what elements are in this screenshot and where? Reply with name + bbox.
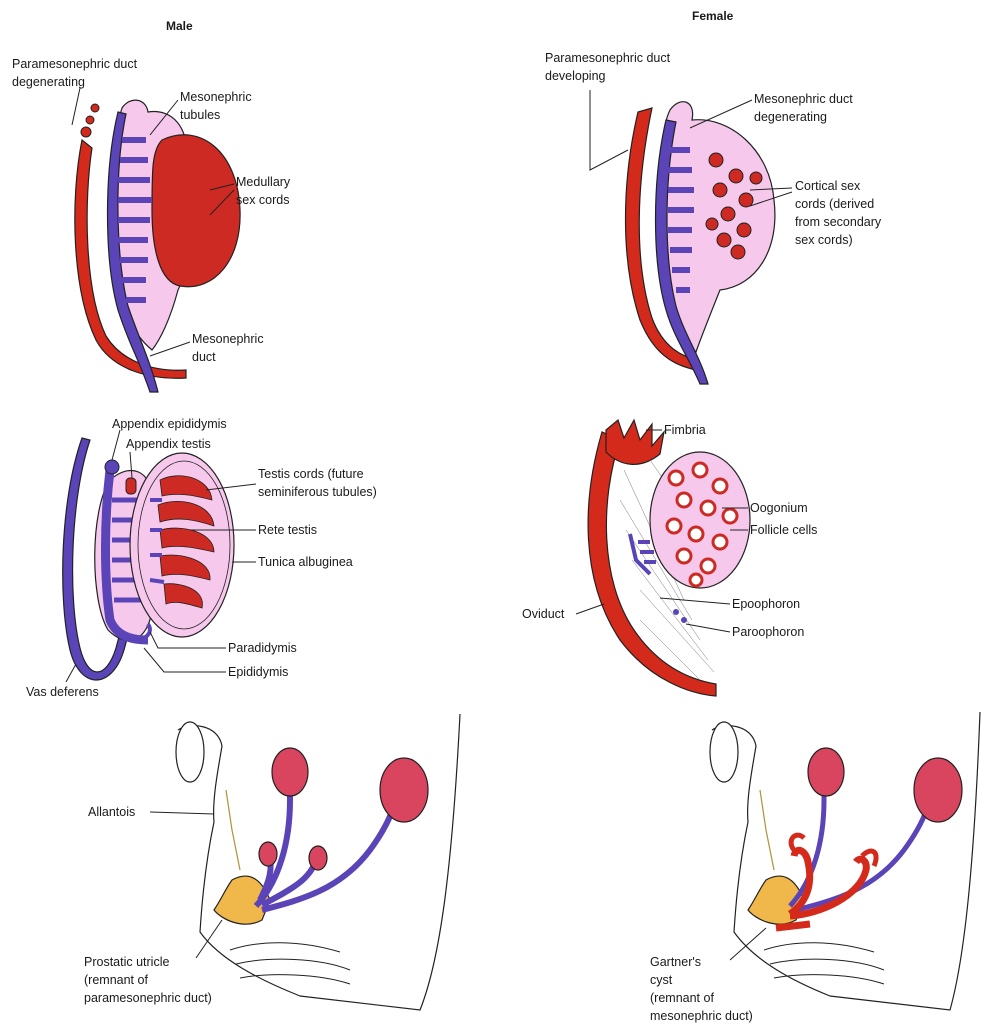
label-medullary-sex-cords-1: Medullary: [236, 175, 291, 189]
male-seminal-left: [259, 842, 277, 866]
label-gartners-cyst-3: (remnant of: [650, 991, 714, 1005]
label-gartners-cyst-4: mesonephric duct): [650, 1009, 753, 1023]
male-urogenital-sinus: [176, 714, 460, 1010]
degenerating-fragment: [86, 116, 94, 124]
label-paramesonephric-developing-1: Paramesonephric duct: [545, 51, 671, 65]
female-gonad-right: [914, 758, 962, 822]
label-mesonephric-degenerating-2: degenerating: [754, 110, 827, 124]
label-paramesonephric-degenerating-1: Paramesonephric duct: [12, 57, 138, 71]
female-indifferent-gonad: [626, 102, 775, 384]
label-vas-deferens: Vas deferens: [26, 685, 99, 699]
label-tunica-albuginea: Tunica albuginea: [258, 555, 353, 569]
appendix-testis: [126, 478, 136, 494]
label-appendix-testis: Appendix testis: [126, 437, 211, 451]
female-ovary-diagram: [588, 420, 750, 696]
label-mesonephric-duct-2: duct: [192, 350, 216, 364]
allantois-opening: [176, 722, 204, 782]
female-allantois-opening: [710, 722, 738, 782]
leader-line: [66, 664, 76, 682]
leader-line: [576, 604, 604, 614]
label-mesonephric-duct-1: Mesonephric: [192, 332, 264, 346]
label-mesonephric-tubules-2: tubules: [180, 108, 220, 122]
label-paroophoron: Paroophoron: [732, 625, 804, 639]
label-gartners-cyst-1: Gartner's: [650, 955, 701, 969]
label-testis-cords-1: Testis cords (future: [258, 467, 364, 481]
leader-line: [150, 812, 214, 814]
paroophoron: [681, 617, 687, 623]
male-testis-diagram: [63, 438, 234, 680]
male-indifferent-gonad: [75, 100, 240, 392]
leader-line: [72, 88, 80, 125]
leader-line: [590, 90, 628, 170]
female-header: Female: [692, 9, 734, 23]
label-cortical-sex-cords-4: sex cords): [795, 233, 853, 247]
label-mesonephric-degenerating-1: Mesonephric duct: [754, 92, 853, 106]
degenerating-fragment: [91, 104, 99, 112]
label-cortical-sex-cords-3: from secondary: [795, 215, 882, 229]
leader-line: [144, 648, 226, 672]
label-testis-cords-2: seminiferous tubules): [258, 485, 377, 499]
fimbria: [606, 420, 664, 464]
male-gonad-right: [380, 758, 428, 822]
male-medullary-gonad: [152, 135, 240, 287]
label-paramesonephric-developing-2: developing: [545, 69, 606, 83]
paroophoron: [673, 609, 679, 615]
leader-line: [686, 624, 730, 632]
label-prostatic-utricle-3: paramesonephric duct): [84, 991, 212, 1005]
label-epididymis: Epididymis: [228, 665, 288, 679]
female-gonad-left: [808, 748, 844, 796]
label-paradidymis: Paradidymis: [228, 641, 297, 655]
male-header: Male: [166, 19, 193, 33]
label-cortical-sex-cords-2: cords (derived: [795, 197, 874, 211]
label-oviduct: Oviduct: [522, 607, 565, 621]
male-gonad-left: [272, 748, 308, 796]
female-embryo-outline: [712, 712, 980, 1010]
female-urogenital-sinus: [710, 712, 980, 1010]
label-allantois: Allantois: [88, 805, 135, 819]
label-gartners-cyst-2: cyst: [650, 973, 673, 987]
label-prostatic-utricle-1: Prostatic utricle: [84, 955, 169, 969]
appendix-epididymis: [105, 460, 119, 474]
label-epoophoron: Epoophoron: [732, 597, 800, 611]
label-follicle-cells: Follicle cells: [750, 523, 817, 537]
degenerating-fragment: [81, 127, 91, 137]
male-seminal-right: [309, 846, 327, 870]
leader-line: [660, 598, 730, 604]
label-medullary-sex-cords-2: sex cords: [236, 193, 290, 207]
label-rete-testis: Rete testis: [258, 523, 317, 537]
label-appendix-epididymis: Appendix epididymis: [112, 417, 227, 431]
leader-line: [112, 430, 120, 460]
label-mesonephric-tubules-1: Mesonephric: [180, 90, 252, 104]
label-cortical-sex-cords-1: Cortical sex: [795, 179, 861, 193]
label-paramesonephric-degenerating-2: degenerating: [12, 75, 85, 89]
label-fimbria: Fimbria: [664, 423, 706, 437]
label-oogonium: Oogonium: [750, 501, 808, 515]
label-prostatic-utricle-2: (remnant of: [84, 973, 148, 987]
